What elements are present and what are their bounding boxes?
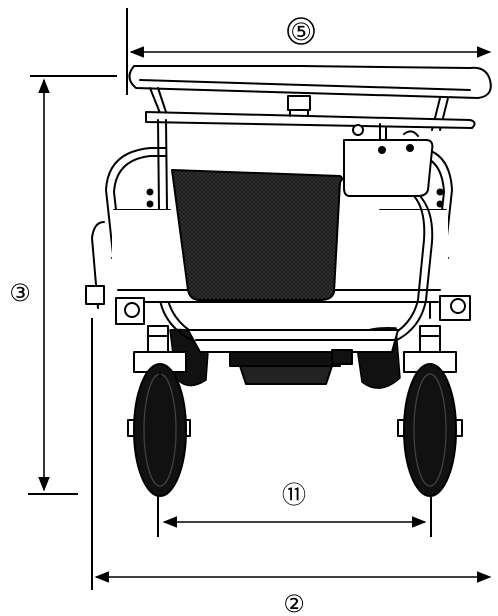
dim-label-overall-width: ⑤ [290, 18, 312, 46]
dimension-track-width: ⑪ [157, 420, 432, 537]
front-wheel-right [397, 363, 463, 497]
control-box [343, 123, 434, 349]
dimension-overall-width: ⑤ [126, 8, 492, 95]
dimension-base-width: ② [91, 318, 492, 616]
cart-illustration [85, 65, 492, 497]
undercarriage [187, 329, 399, 385]
dimension-overall-height: ③ [9, 75, 117, 495]
handle-bar [128, 65, 492, 131]
dim-label-track-width: ⑪ [282, 481, 306, 509]
dim-label-overall-height: ③ [9, 279, 31, 307]
front-wheel-left [127, 363, 191, 497]
mesh-bag [171, 169, 343, 301]
dim-label-base-width: ② [283, 590, 305, 616]
caster-mounts [133, 325, 457, 373]
dim-label-circle [287, 17, 315, 45]
